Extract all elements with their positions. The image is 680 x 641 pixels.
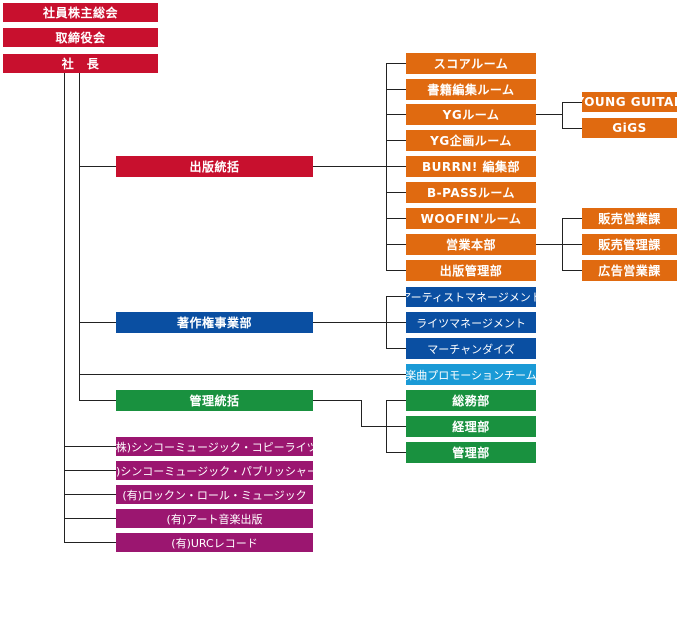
president-box: 社 長 (3, 54, 158, 73)
affiliate-box: (有)ロックン・ロール・ミュージック (116, 485, 313, 504)
branch-room-3 (386, 114, 406, 115)
affiliate-box: (株)シンコーミュージック・パブリッシャーズ (116, 461, 313, 480)
admin-item-box: 経理部 (406, 416, 536, 437)
branch-copyright-1 (386, 296, 406, 297)
branch-admin-2 (386, 426, 406, 427)
room-box: 書籍編集ルーム (406, 79, 536, 100)
branch-room-7 (386, 218, 406, 219)
branch-room-5 (386, 166, 406, 167)
branch-affiliate-3 (64, 494, 116, 495)
room-box: YG企画ルーム (406, 130, 536, 151)
sales-sub-box: 販売営業課 (582, 208, 677, 229)
branch-admin-1 (386, 400, 406, 401)
promotion-box: 楽曲プロモーションチーム (406, 364, 536, 385)
branch-yg-1 (562, 102, 582, 103)
affiliate-box: (株)シンコーミュージック・コピーライツ (116, 437, 313, 456)
branch-sales-3 (562, 270, 582, 271)
copyright-head-box: 著作権事業部 (116, 312, 313, 333)
connector-admin-out (313, 400, 361, 401)
board-box: 社員株主総会 (3, 3, 158, 22)
connector-publishing (79, 166, 116, 167)
directors-box: 取締役会 (3, 28, 158, 47)
connector-sales-out (536, 244, 562, 245)
copyright-item-box: ライツマネージメント (406, 312, 536, 333)
branch-copyright-3 (386, 348, 406, 349)
copyright-item-box: マーチャンダイズ (406, 338, 536, 359)
branch-admin-3 (386, 452, 406, 453)
connector-president-right (79, 73, 80, 401)
branch-affiliate-4 (64, 518, 116, 519)
connector-copyright-out (313, 322, 386, 323)
branch-room-9 (386, 270, 406, 271)
branch-room-2 (386, 89, 406, 90)
admin-head-box: 管理統括 (116, 390, 313, 411)
branch-affiliate-5 (64, 542, 116, 543)
room-box: 営業本部 (406, 234, 536, 255)
affiliate-box: (有)アート音楽出版 (116, 509, 313, 528)
copyright-item-box: アーティストマネージメント (406, 287, 536, 307)
branch-room-8 (386, 244, 406, 245)
publishing-head-box: 出版統括 (116, 156, 313, 177)
room-box: スコアルーム (406, 53, 536, 74)
branch-affiliate-1 (64, 446, 116, 447)
branch-copyright-2 (386, 322, 406, 323)
room-box: YGルーム (406, 104, 536, 125)
admin-item-box: 管理部 (406, 442, 536, 463)
branch-room-6 (386, 192, 406, 193)
admin-item-box: 総務部 (406, 390, 536, 411)
room-box: WOOFIN'ルーム (406, 208, 536, 229)
room-box: B-PASSルーム (406, 182, 536, 203)
sales-sub-box: 販売管理課 (582, 234, 677, 255)
connector-yg-bus (562, 102, 563, 128)
room-box: 出版管理部 (406, 260, 536, 281)
connector-admin-mid (361, 426, 386, 427)
connector-promotion (79, 374, 406, 375)
branch-sales-1 (562, 218, 582, 219)
sales-sub-box: 広告営業課 (582, 260, 677, 281)
affiliate-box: (有)URCレコード (116, 533, 313, 552)
branch-affiliate-2 (64, 470, 116, 471)
branch-yg-2 (562, 128, 582, 129)
connector-yg-out (536, 114, 562, 115)
connector-publishing-bus (386, 63, 387, 271)
connector-publishing-out (313, 166, 386, 167)
connector-admin-drop (361, 400, 362, 427)
branch-room-4 (386, 140, 406, 141)
connector-copyright (79, 322, 116, 323)
room-box: BURRN! 編集部 (406, 156, 536, 177)
yg-sub-box: YOUNG GUITAR (582, 92, 677, 112)
branch-sales-2 (562, 244, 582, 245)
connector-president-left (64, 73, 65, 542)
yg-sub-box: GiGS (582, 118, 677, 138)
connector-admin (79, 400, 116, 401)
branch-room-1 (386, 63, 406, 64)
